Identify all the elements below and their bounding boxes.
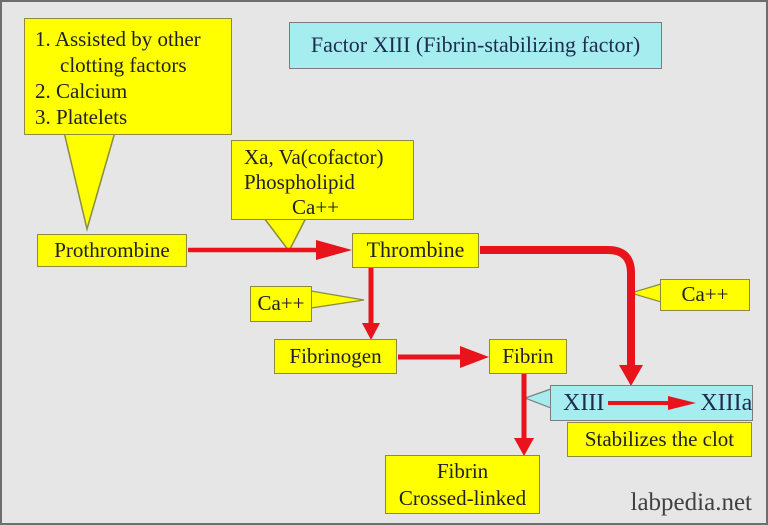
arrow-fibrinogen-to-fibrin-head xyxy=(460,346,489,368)
node-fibrin-label: Fibrin xyxy=(502,343,554,368)
arrow-prothrombin-to-thrombin-head xyxy=(316,240,352,260)
callout-cofactors-line-1: Xa, Va(cofactor) xyxy=(244,145,384,169)
crosslinked-line-1: Fibrin xyxy=(436,458,489,483)
xiii-label: XIII xyxy=(563,389,605,416)
node-xiii-conversion: XIII XIIIa xyxy=(550,385,753,421)
callout-assisted-line-4: 3. Platelets xyxy=(35,105,128,129)
arrow-xiii-to-xiiia xyxy=(608,396,697,410)
assisted-callout-tail xyxy=(63,131,116,232)
ca-right-callout-tail xyxy=(628,283,662,303)
node-fibrinogen-label: Fibrinogen xyxy=(289,343,382,368)
node-prothrombin-label: Prothrombine xyxy=(54,237,170,262)
crosslinked-line-2: Crossed-linked xyxy=(398,485,527,510)
callout-assisted-line-2: clotting factors xyxy=(60,53,187,77)
stabilizes-label: Stabilizes the clot xyxy=(584,426,735,451)
ca-left-callout-tail xyxy=(310,290,365,309)
callout-assisted-line-3: 2. Calcium xyxy=(35,79,128,103)
node-fibrin: Fibrin xyxy=(489,339,567,374)
arrow-fibrin-to-crosslinked-head xyxy=(514,438,534,456)
arrow-thrombin-to-xiii-head xyxy=(619,365,643,386)
node-fibrin-crosslinked: Fibrin Crossed-linked xyxy=(385,455,540,514)
arrow-thrombin-to-xiii-shaft xyxy=(480,246,635,367)
xiii-box-callout-tail xyxy=(523,388,552,409)
callout-calcium-left-label: Ca++ xyxy=(257,291,305,316)
callout-cofactors-line-3: Ca++ xyxy=(292,195,340,219)
node-thrombin: Thrombine xyxy=(352,233,479,268)
node-thrombin-label: Thrombine xyxy=(366,237,465,263)
callout-calcium-left: Ca++ xyxy=(250,286,312,322)
node-fibrinogen: Fibrinogen xyxy=(274,339,397,374)
cofactors-callout-tail xyxy=(262,217,308,253)
node-stabilizes-clot: Stabilizes the clot xyxy=(567,422,752,457)
node-prothrombin: Prothrombine xyxy=(37,234,187,267)
arrow-thrombin-to-fibrinogen-head xyxy=(362,323,380,340)
callout-cofactors-line-2: Phospholipid xyxy=(244,170,355,194)
callout-cofactors: Xa, Va(cofactor) Phospholipid Ca++ xyxy=(231,140,414,220)
arrow-xiii-to-xiiia-head xyxy=(668,396,697,410)
diagram-title: Factor XIII (Fibrin-stabilizing factor) xyxy=(310,32,641,58)
callout-calcium-right-label: Ca++ xyxy=(681,282,729,307)
watermark-labpedia: labpedia.net xyxy=(630,489,752,516)
callout-calcium-right: Ca++ xyxy=(660,279,750,311)
callout-assisted-by: 1. Assisted by other clotting factors 2.… xyxy=(24,18,232,135)
callout-assisted-line-1: 1. Assisted by other xyxy=(35,27,201,51)
xiiia-label: XIIIa xyxy=(700,389,753,416)
diagram-title-box: Factor XIII (Fibrin-stabilizing factor) xyxy=(289,22,662,69)
